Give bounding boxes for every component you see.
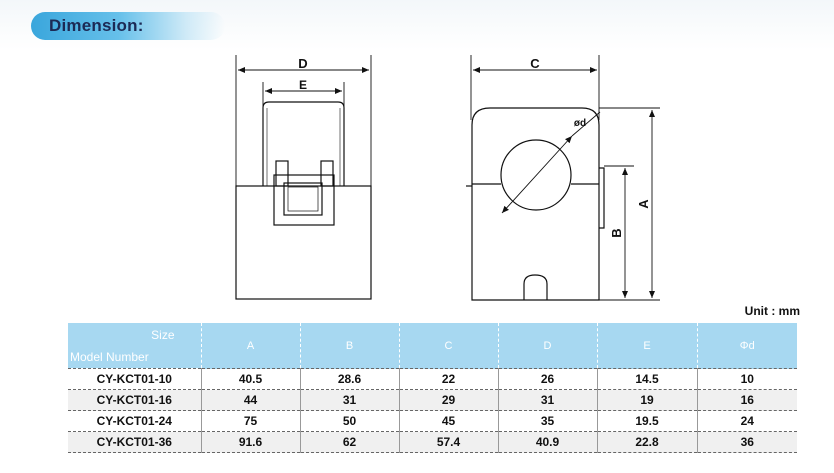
dim-label-e: E [299,78,307,92]
dimension-table: Size Model Number A B C D E Φd CY-KCT01-… [68,323,797,453]
value-cell: 14.5 [597,368,698,390]
table-row: CY-KCT01-16 44 31 29 31 19 16 [68,389,797,411]
value-cell: 44 [201,389,301,411]
table-header-row: Size Model Number A B C D E Φd [68,323,797,369]
value-cell: 24 [697,410,797,432]
model-cell: CY-KCT01-36 [68,431,202,453]
value-cell: 36 [697,431,797,453]
side-view [466,55,660,301]
table-row: CY-KCT01-10 40.5 28.6 22 26 14.5 10 [68,368,797,390]
corner-model-label: Model Number [70,350,149,364]
corner-size-label: Size [151,328,175,342]
value-cell: 91.6 [201,431,301,453]
value-cell: 26 [498,368,598,390]
value-cell: 22 [399,368,499,390]
table-corner-header: Size Model Number [68,323,202,369]
value-cell: 10 [697,368,797,390]
value-cell: 40.9 [498,431,598,453]
col-header-phi-d: Φd [697,323,797,369]
table-row: CY-KCT01-36 91.6 62 57.4 40.9 22.8 36 [68,431,797,453]
unit-label: Unit : mm [744,304,800,318]
dim-label-b: B [609,228,624,237]
model-cell: CY-KCT01-16 [68,389,202,411]
value-cell: 75 [201,410,301,432]
section-header-pill [31,12,225,40]
value-cell: 16 [697,389,797,411]
value-cell: 31 [498,389,598,411]
col-header-e: E [597,323,698,369]
value-cell: 28.6 [300,368,400,390]
value-cell: 50 [300,410,400,432]
value-cell: 35 [498,410,598,432]
col-header-b: B [300,323,400,369]
table-row: CY-KCT01-24 75 50 45 35 19.5 24 [68,410,797,432]
value-cell: 40.5 [201,368,301,390]
value-cell: 22.8 [597,431,698,453]
dim-label-hole-diameter: ød [574,118,586,129]
section-title: Dimension: [49,16,144,35]
dim-label-c: C [530,56,540,71]
dim-label-d: D [298,56,307,71]
value-cell: 19 [597,389,698,411]
value-cell: 45 [399,410,499,432]
col-header-d: D [498,323,598,369]
value-cell: 31 [300,389,400,411]
model-cell: CY-KCT01-24 [68,410,202,432]
value-cell: 57.4 [399,431,499,453]
front-view [235,55,372,300]
col-header-c: C [399,323,499,369]
col-header-a: A [201,323,301,369]
value-cell: 62 [300,431,400,453]
value-cell: 19.5 [597,410,698,432]
model-cell: CY-KCT01-10 [68,368,202,390]
value-cell: 29 [399,389,499,411]
dim-label-a: A [636,199,651,209]
dimension-drawing: D E C ød A B [235,55,660,301]
